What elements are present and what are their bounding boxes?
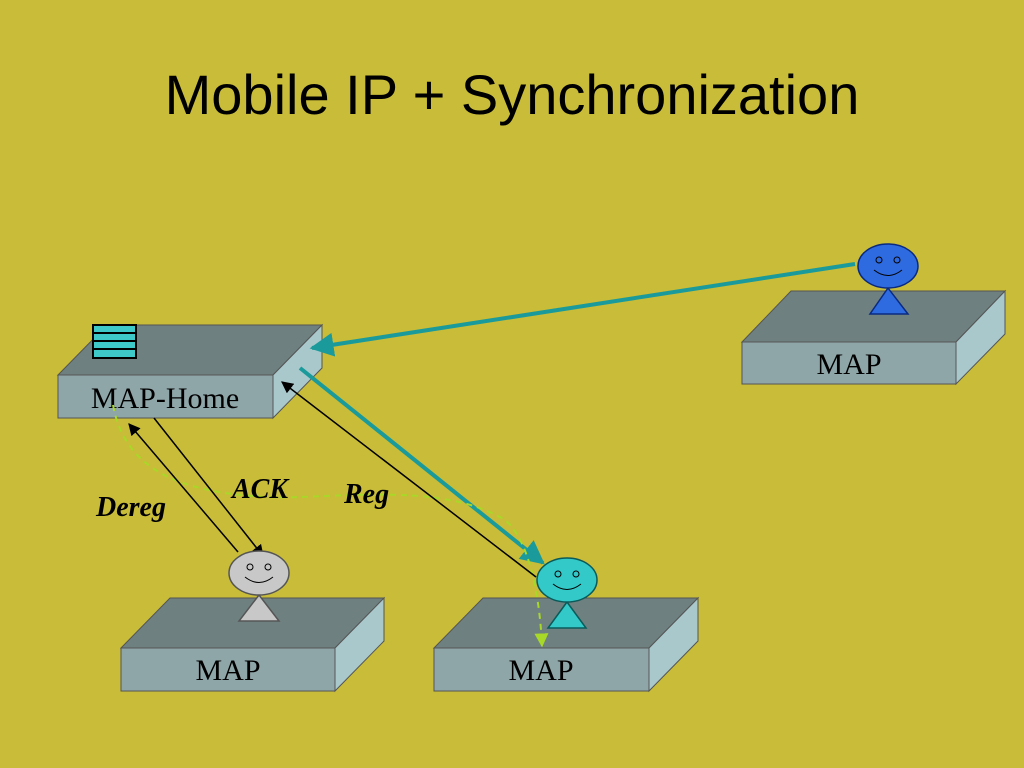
map-right-label: MAP [816, 348, 881, 381]
reg-arrow [281, 381, 537, 578]
dereg-label: Dereg [95, 492, 166, 523]
map-bottom-mid-label: MAP [508, 654, 573, 687]
dereg-arrow [128, 423, 239, 553]
map-bottom-left-node: MAP [119, 596, 386, 693]
map-bottom-left-front [120, 647, 336, 692]
mobile-user-right-icon [857, 243, 919, 315]
ack-label: ACK [230, 474, 290, 505]
map-home-label: MAP-Home [91, 382, 239, 415]
ack-arrow [153, 417, 264, 557]
mobile-user-bottom-left-icon [228, 550, 290, 622]
slide-title: Mobile IP + Synchronization [164, 63, 860, 126]
map-home-node: MAP-Home [56, 323, 324, 420]
map-right-front [741, 341, 957, 385]
map-right-node: MAP [740, 289, 1007, 386]
teal-arrow-home-to-mid [298, 366, 545, 565]
map-bottom-mid-front [433, 647, 650, 692]
mobile-user-bottom-mid-icon [536, 557, 598, 629]
teal-arrow-right-to-home [309, 262, 856, 357]
map-home-front [57, 374, 274, 419]
reg-label: Reg [343, 479, 389, 510]
queue-icon [92, 324, 137, 359]
map-bottom-left-label: MAP [195, 654, 260, 687]
dashed-sync-arrow [112, 404, 549, 648]
